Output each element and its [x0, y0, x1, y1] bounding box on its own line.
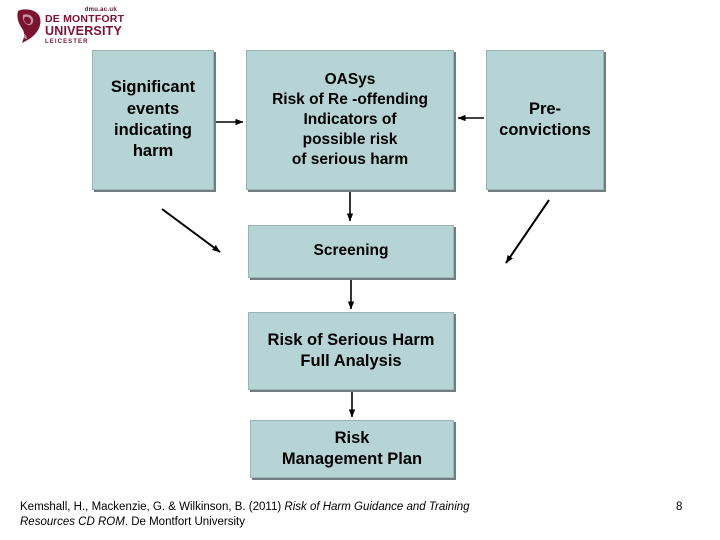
- node-full-analysis[interactable]: Risk of Serious Harm Full Analysis: [248, 312, 454, 390]
- node-screening[interactable]: Screening: [248, 225, 454, 278]
- citation-publisher: . De Montfort University: [124, 516, 245, 528]
- logo-wordmark: dmu.ac.uk DE MONTFORT UNIVERSITY LEICEST…: [45, 6, 135, 46]
- logo-line-leicester: LEICESTER: [45, 39, 89, 45]
- page-number: 8: [676, 501, 683, 513]
- node-significant-events[interactable]: Significant events indicating harm: [92, 50, 214, 190]
- citation-title: Risk of Harm Guidance and Training Resou…: [20, 501, 470, 528]
- node-oasys[interactable]: OASys Risk of Re -offending Indicators o…: [246, 50, 454, 190]
- footer-citation: Kemshall, H., Mackenzie, G. & Wilkinson,…: [20, 500, 490, 530]
- node-screening-label: Screening: [313, 242, 389, 260]
- lion-crest-icon: [17, 9, 41, 43]
- logo-line-de-montfort: DE MONTFORT: [45, 13, 125, 25]
- arrow-preconvictions-to-screening: [505, 199, 550, 264]
- node-oasys-label: OASys Risk of Re -offending Indicators o…: [272, 70, 428, 169]
- node-full-analysis-label: Risk of Serious Harm Full Analysis: [267, 330, 435, 370]
- node-risk-management-plan[interactable]: Risk Management Plan: [250, 420, 454, 478]
- citation-authors-year: Kemshall, H., Mackenzie, G. & Wilkinson,…: [20, 501, 285, 513]
- node-preconvictions-label: Pre- convictions: [499, 99, 591, 139]
- de-montfort-university-logo: dmu.ac.uk DE MONTFORT UNIVERSITY LEICEST…: [14, 6, 134, 48]
- node-significant-events-label: Significant events indicating harm: [110, 78, 196, 161]
- logo-line-university: UNIVERSITY: [45, 24, 123, 38]
- node-risk-management-plan-label: Risk Management Plan: [281, 428, 423, 468]
- logo-url: dmu.ac.uk: [84, 7, 117, 13]
- arrow-significant-events-to-screening: [161, 208, 221, 253]
- node-preconvictions[interactable]: Pre- convictions: [486, 50, 604, 190]
